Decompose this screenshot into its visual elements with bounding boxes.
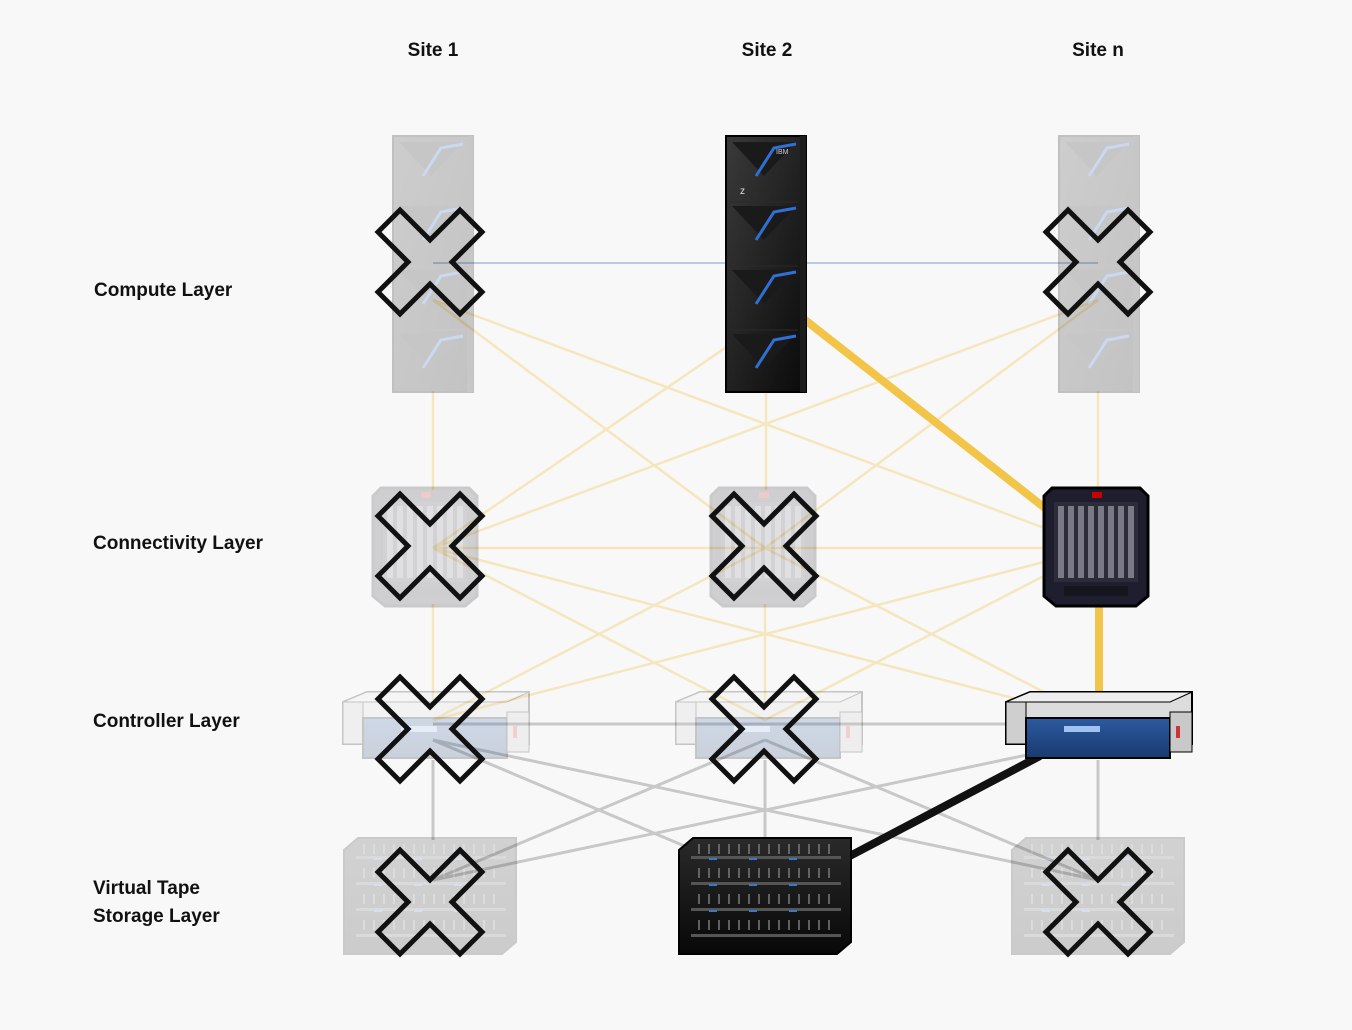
site-1-header: Site 1 [407, 40, 459, 61]
director-site-n [1042, 486, 1150, 608]
connectivity-layer-label: Connectivity Layer [93, 533, 263, 554]
connectivity-to-controller-links [431, 546, 1099, 722]
mainframe-site-2: IBM z [724, 134, 808, 394]
storage-site-n [1011, 837, 1185, 955]
controller-layer-label: Controller Layer [93, 711, 240, 732]
compute-layer-label: Compute Layer [94, 280, 233, 301]
site-2-header: Site 2 [741, 40, 793, 61]
storage-layer-label-line2: Storage Layer [93, 906, 220, 927]
controller-site-n [1005, 691, 1193, 759]
link-layer [431, 262, 1103, 882]
storage-site-2 [678, 837, 852, 955]
mainframe-model-label: z [740, 186, 745, 197]
storage-layer-label-line1: Virtual Tape [93, 878, 200, 899]
site-n-header: Site n [1072, 40, 1124, 61]
active-fiber-compute-to-director [797, 312, 1053, 516]
storage-site-1 [343, 837, 517, 955]
active-link-controller-to-storage [844, 752, 1042, 862]
mainframe-brand-label: IBM [776, 149, 789, 156]
storage-layer-label: Virtual Tape Storage Layer [93, 875, 220, 931]
